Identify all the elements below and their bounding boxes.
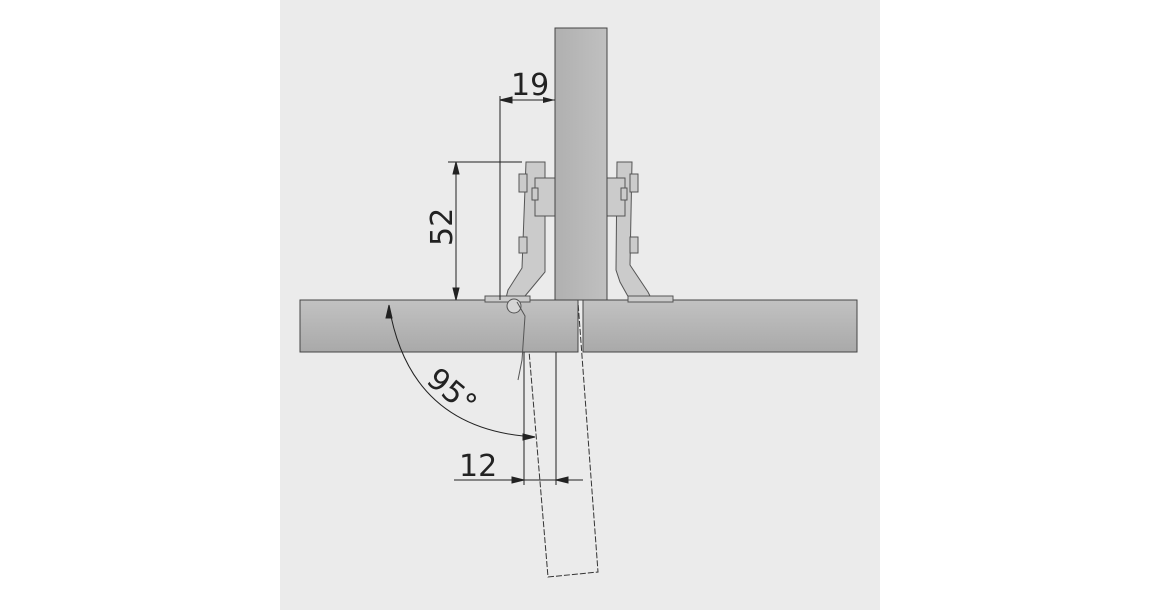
dimension-label-19: 19 bbox=[511, 68, 549, 103]
right-door-panel bbox=[582, 299, 858, 353]
dimension-12 bbox=[454, 352, 583, 485]
right-hinge bbox=[606, 161, 674, 303]
dimension-label-52: 52 bbox=[425, 208, 460, 246]
dimension-19 bbox=[499, 96, 555, 300]
left-hinge bbox=[484, 161, 556, 381]
dimension-label-12: 12 bbox=[459, 449, 497, 484]
left-door-panel bbox=[299, 299, 579, 353]
angle-dimension bbox=[385, 304, 536, 441]
side-panel bbox=[554, 27, 608, 301]
dimension-52 bbox=[448, 161, 522, 301]
